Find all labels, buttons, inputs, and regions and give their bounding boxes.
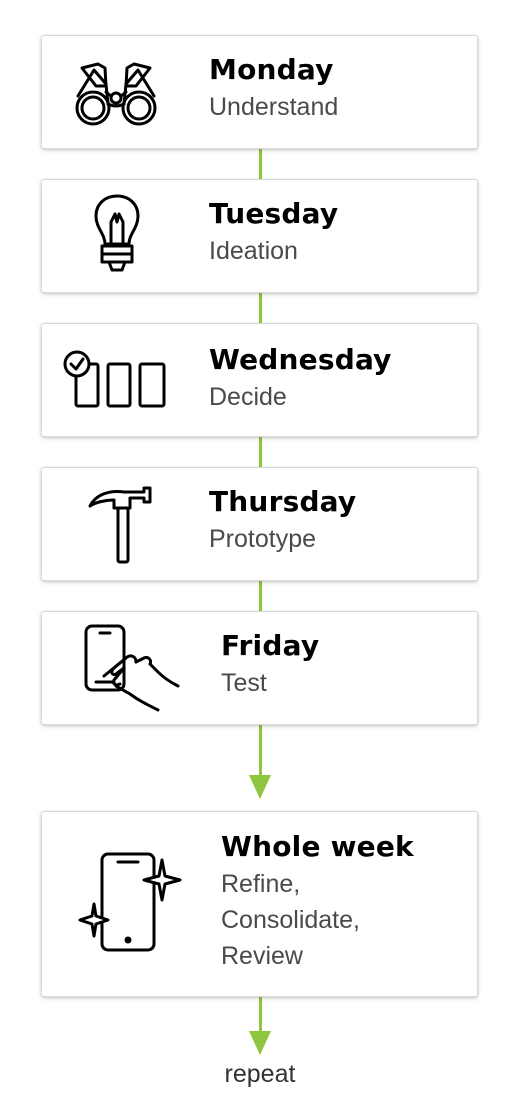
subtitle-line: Consolidate, [221, 906, 360, 934]
step-card-wednesday: Wednesday Decide [41, 323, 478, 437]
connector-friday-wholeweek [259, 725, 262, 777]
sparkle-phone-icon [78, 852, 182, 952]
binoculars-icon [72, 58, 160, 128]
step-subtitle-tuesday: Ideation [209, 237, 298, 265]
step-card-monday: Monday Understand [41, 35, 478, 149]
step-subtitle-whole-week: Refine, Consolidate, Review [221, 866, 414, 974]
step-title-monday: Monday [209, 53, 334, 86]
phone-tap-icon [84, 624, 184, 716]
step-subtitle-wednesday: Decide [209, 383, 287, 411]
subtitle-line: Refine, [221, 870, 301, 898]
step-card-whole-week: Whole week Refine, Consolidate, Review [41, 811, 478, 997]
step-title-tuesday: Tuesday [209, 197, 339, 230]
connector-wholeweek-repeat [259, 997, 262, 1033]
step-card-friday: Friday Test [41, 611, 478, 725]
arrowhead-to-repeat [249, 1031, 271, 1055]
step-subtitle-monday: Understand [209, 93, 339, 121]
step-title-thursday: Thursday [209, 485, 357, 518]
step-card-tuesday: Tuesday Ideation [41, 179, 478, 293]
repeat-label: repeat [224, 1060, 296, 1088]
step-title-whole-week: Whole week [221, 830, 414, 863]
step-subtitle-friday: Test [221, 669, 267, 697]
subtitle-line: Review [221, 942, 303, 970]
connector-wednesday-thursday [259, 437, 262, 467]
arrowhead-to-wholeweek [249, 775, 271, 799]
step-title-wednesday: Wednesday [209, 343, 392, 376]
step-subtitle-thursday: Prototype [209, 525, 317, 553]
connector-thursday-friday [259, 581, 262, 611]
step-title-friday: Friday [221, 629, 320, 662]
step-card-thursday: Thursday Prototype [41, 467, 478, 581]
lightbulb-icon [92, 194, 142, 276]
connector-monday-tuesday [259, 149, 262, 179]
checked-options-icon [62, 348, 170, 410]
connector-tuesday-wednesday [259, 293, 262, 323]
hammer-icon [86, 484, 154, 566]
